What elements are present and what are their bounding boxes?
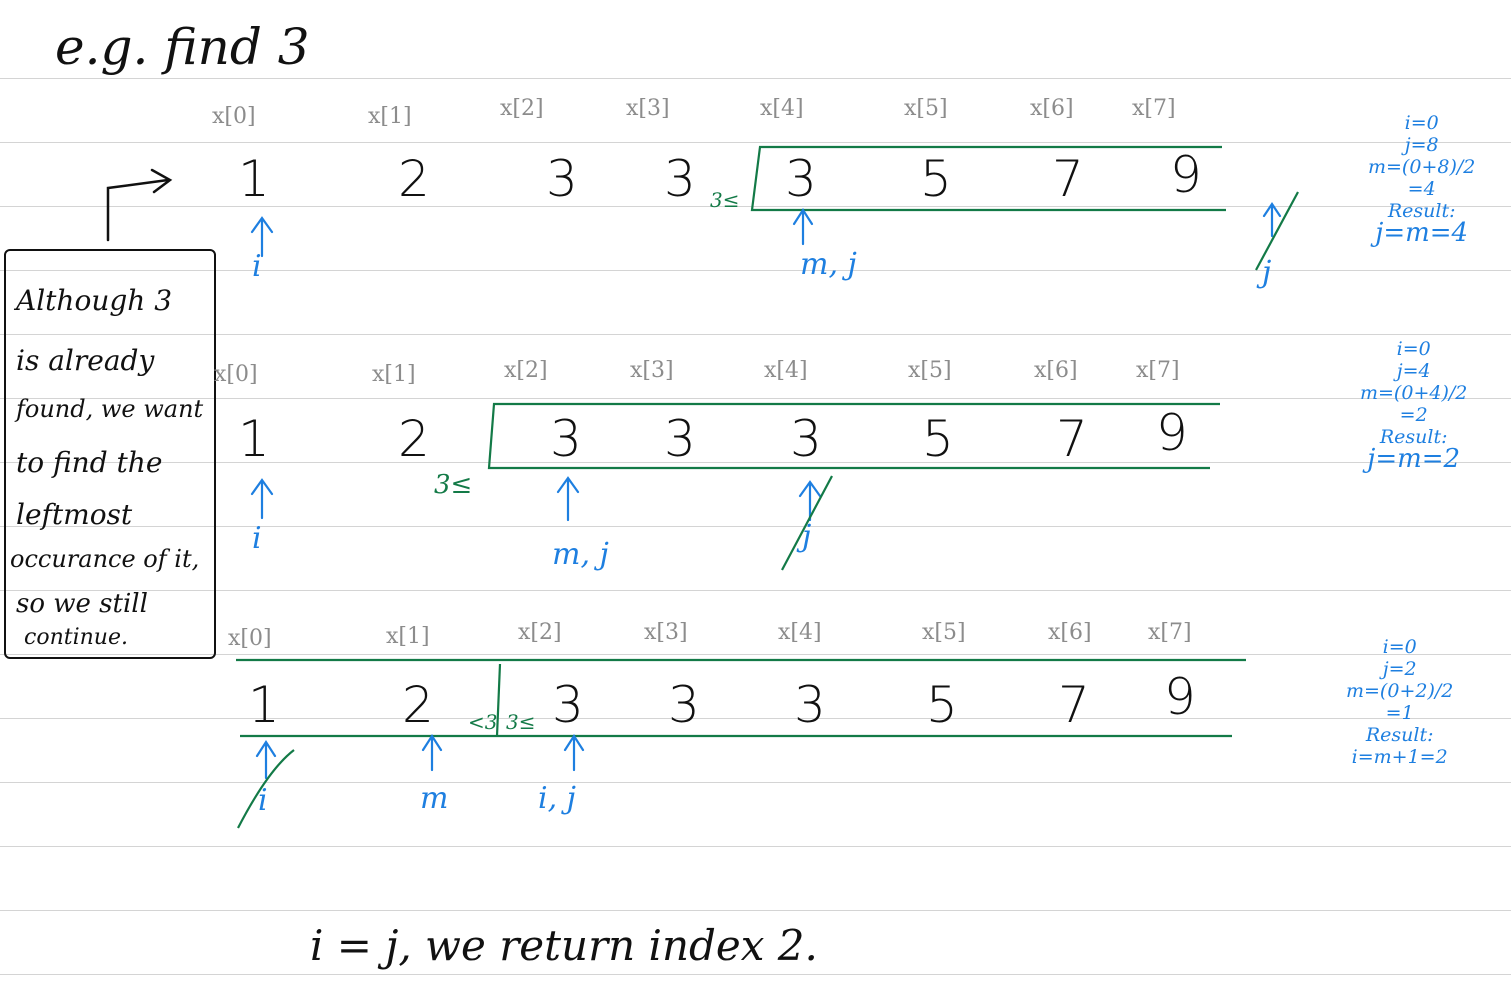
index-label: x[3] bbox=[626, 96, 670, 121]
search-range-bracket bbox=[750, 145, 1226, 212]
array-value: 2 bbox=[398, 410, 430, 468]
index-label: x[0] bbox=[212, 104, 256, 129]
pointer-m-label: m bbox=[420, 781, 449, 816]
boundary-label: 3≤ bbox=[434, 470, 473, 500]
note-line: leftmost bbox=[16, 498, 133, 531]
pointer-j-arrow bbox=[798, 480, 822, 522]
index-label: x[1] bbox=[386, 624, 430, 649]
pointer-ij-arrow bbox=[563, 733, 585, 772]
pointer-m-arrow bbox=[792, 207, 814, 246]
array-value: 1 bbox=[248, 676, 280, 734]
index-label: x[6] bbox=[1034, 358, 1078, 383]
pointer-i-arrow bbox=[250, 216, 274, 258]
index-label: x[7] bbox=[1148, 620, 1192, 645]
pointer-i-label: i bbox=[252, 521, 262, 556]
array-value: 3 bbox=[668, 676, 700, 734]
array-value: 3 bbox=[546, 150, 578, 208]
index-label: x[5] bbox=[908, 358, 952, 383]
index-label: x[2] bbox=[504, 358, 548, 383]
array-value: 1 bbox=[238, 410, 270, 468]
array-value: 9 bbox=[1170, 146, 1202, 204]
note-line: is already bbox=[16, 344, 155, 377]
index-label: x[4] bbox=[760, 96, 804, 121]
pointer-m-arrow bbox=[556, 476, 580, 522]
note-line: to find the bbox=[16, 446, 163, 479]
index-label: x[0] bbox=[214, 362, 258, 387]
index-label: x[7] bbox=[1132, 96, 1176, 121]
note-arrow bbox=[106, 168, 173, 242]
strike-through bbox=[781, 475, 833, 571]
note-box: Although 3 is already found, we want to … bbox=[4, 249, 216, 659]
index-label: x[2] bbox=[500, 96, 544, 121]
array-value: 3 bbox=[552, 676, 584, 734]
array-value: 2 bbox=[402, 676, 434, 734]
conclusion-text: i = j, we return index 2. bbox=[310, 921, 818, 970]
array-value: 7 bbox=[1052, 150, 1084, 208]
array-value: 7 bbox=[1058, 676, 1090, 734]
index-label: x[4] bbox=[764, 358, 808, 383]
array-value: 5 bbox=[922, 410, 954, 468]
index-label: x[5] bbox=[922, 620, 966, 645]
array-value: 5 bbox=[920, 150, 952, 208]
array-value: 7 bbox=[1056, 410, 1088, 468]
array-value: 2 bbox=[398, 150, 430, 208]
index-label: x[5] bbox=[904, 96, 948, 121]
boundary-label: 3≤ bbox=[710, 188, 740, 212]
pointer-j-label: j bbox=[802, 519, 812, 554]
array-value: 9 bbox=[1156, 404, 1188, 462]
pointer-m-label: m, j bbox=[800, 247, 857, 282]
step-2-calc: i=0 j=4 m=(0+4)/2 =2 Result: j=m=2 bbox=[1360, 338, 1468, 474]
index-label: x[0] bbox=[228, 626, 272, 651]
index-label: x[3] bbox=[630, 358, 674, 383]
pointer-m-arrow bbox=[421, 733, 443, 772]
pointer-j-arrow bbox=[1262, 202, 1282, 238]
strike-through bbox=[237, 749, 295, 829]
index-label: x[2] bbox=[518, 620, 562, 645]
note-line: found, we want bbox=[16, 395, 204, 423]
page-title: e.g. find 3 bbox=[55, 18, 310, 76]
search-range-bracket bbox=[236, 658, 1246, 738]
array-value: 1 bbox=[238, 150, 270, 208]
array-value: 9 bbox=[1164, 668, 1196, 726]
index-label: x[6] bbox=[1030, 96, 1074, 121]
index-label: x[3] bbox=[644, 620, 688, 645]
pointer-m-label: m, j bbox=[552, 537, 609, 572]
pointer-i-label: i bbox=[252, 249, 262, 284]
index-label: x[1] bbox=[372, 362, 416, 387]
array-value: 3 bbox=[785, 150, 817, 208]
boundary-label-left: <3 bbox=[468, 710, 498, 734]
step-1-calc: i=0 j=8 m=(0+8)/2 =4 Result: j=m=4 bbox=[1368, 112, 1476, 248]
pointer-ij-label: i, j bbox=[538, 781, 576, 816]
array-value: 5 bbox=[926, 676, 958, 734]
boundary-label-right: 3≤ bbox=[506, 710, 536, 734]
array-value: 3 bbox=[790, 410, 822, 468]
search-range-bracket bbox=[487, 402, 1220, 470]
step-3-calc: i=0 j=2 m=(0+2)/2 =1 Result: i=m+1=2 bbox=[1346, 636, 1454, 768]
index-label: x[4] bbox=[778, 620, 822, 645]
note-line: Although 3 bbox=[16, 284, 173, 317]
note-line: occurance of it, bbox=[10, 545, 200, 573]
array-value: 3 bbox=[664, 410, 696, 468]
array-value: 3 bbox=[664, 150, 696, 208]
pointer-i-label: i bbox=[258, 783, 268, 818]
index-label: x[6] bbox=[1048, 620, 1092, 645]
pointer-i-arrow bbox=[250, 478, 274, 520]
note-line: continue. bbox=[24, 625, 128, 650]
pointer-i-arrow bbox=[255, 739, 277, 780]
index-label: x[7] bbox=[1136, 358, 1180, 383]
pointer-j-label: j bbox=[1262, 255, 1272, 290]
array-value: 3 bbox=[794, 676, 826, 734]
array-value: 3 bbox=[550, 410, 582, 468]
note-line: so we still bbox=[16, 589, 148, 619]
strike-through bbox=[1255, 191, 1299, 271]
index-label: x[1] bbox=[368, 104, 412, 129]
